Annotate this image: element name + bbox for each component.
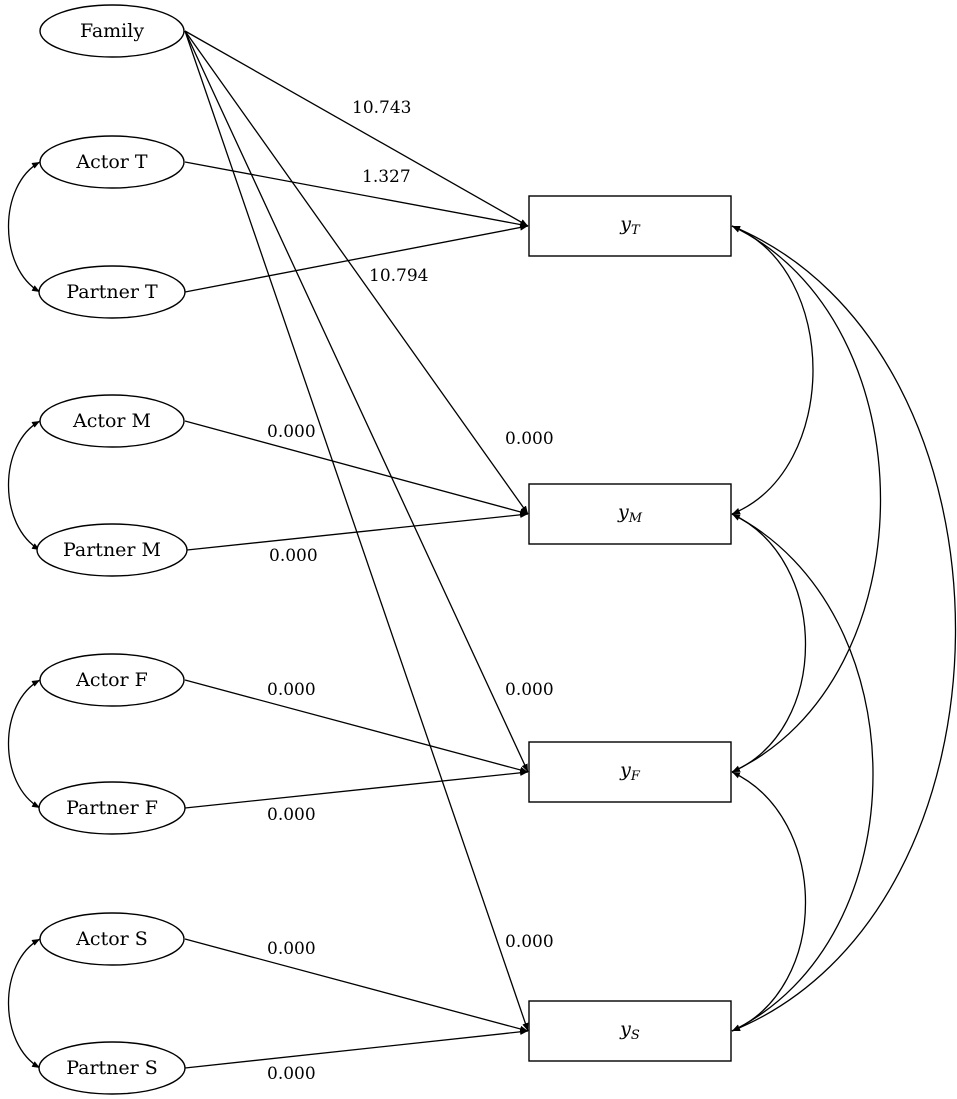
coefficient-labels: 10.743 1.327 10.794 0.000 0.000 0.000 0.… (267, 98, 554, 1084)
box-y-f-var: y (619, 759, 631, 781)
node-actor-f-label: Actor F (75, 669, 148, 691)
label-partner-f-yf: 0.000 (267, 805, 316, 825)
node-partner-f-label: Partner F (66, 797, 158, 819)
box-y-m-sub: M (628, 511, 643, 526)
label-family-yt: 10.743 (352, 98, 411, 118)
label-family-ym: 10.794 (369, 266, 428, 286)
node-actor-m-label: Actor M (72, 410, 151, 432)
box-y-t-sub: T (631, 223, 641, 238)
edge-family-yf (184, 30, 529, 773)
box-y-s-var: y (619, 1018, 631, 1040)
edge-partner-t-yt (184, 224, 529, 293)
cov-yt-ys (731, 225, 956, 1032)
label-actor-s-ys: 0.000 (267, 939, 316, 959)
node-actor-s: Actor S (39, 912, 185, 966)
node-family-label: Family (80, 20, 144, 42)
label-family-ys: 0.000 (505, 932, 554, 952)
svg-text:yS: yS (619, 1018, 640, 1043)
cov-ym-ys (731, 513, 874, 1032)
cov-actor-t-partner-t (7, 161, 41, 293)
edge-partner-m-ym (186, 511, 529, 551)
svg-text:yF: yF (619, 759, 641, 784)
box-y-f: yF (528, 741, 732, 803)
edge-actor-s-ys (184, 938, 529, 1033)
node-actor-m: Actor M (39, 394, 185, 448)
cov-actor-f-partner-f (7, 679, 41, 809)
node-actor-f: Actor F (39, 653, 185, 707)
edge-family-ym (184, 30, 529, 515)
box-y-m: yM (528, 483, 732, 545)
box-y-t-var: y (619, 213, 631, 235)
cov-actor-s-partner-s (7, 938, 41, 1069)
node-partner-m: Partner M (36, 523, 188, 577)
box-y-t: yT (528, 195, 732, 257)
box-y-m-var: y (617, 501, 629, 523)
residual-covariances (731, 225, 956, 1032)
exogenous-covariances (7, 161, 41, 1069)
cov-yf-ys (731, 771, 807, 1032)
cov-yt-ym (731, 225, 814, 515)
cov-yt-yf (731, 225, 881, 773)
label-actor-m-ym: 0.000 (267, 422, 316, 442)
label-actor-f-yf: 0.000 (267, 680, 316, 700)
edge-partner-f-yf (184, 769, 529, 809)
directed-paths (184, 30, 529, 1069)
edge-actor-t-yt (184, 161, 529, 228)
edge-family-yt (184, 30, 529, 227)
node-partner-t-label: Partner T (66, 281, 158, 303)
svg-text:yM: yM (617, 501, 643, 526)
node-actor-t: Actor T (39, 135, 185, 189)
label-family-yf: 0.000 (505, 680, 554, 700)
node-partner-s-label: Partner S (66, 1057, 158, 1079)
node-partner-s: Partner S (38, 1041, 186, 1095)
edge-actor-f-yf (184, 679, 529, 774)
cov-ym-yf (731, 513, 807, 773)
node-actor-t-label: Actor T (75, 151, 148, 173)
label-partner-m-ym: 0.000 (269, 546, 318, 566)
box-y-f-sub: F (630, 769, 641, 784)
label-family-ym-coef: 0.000 (505, 429, 554, 449)
box-y-s-sub: S (631, 1028, 640, 1043)
edge-actor-m-ym (184, 420, 529, 515)
node-partner-m-label: Partner M (63, 539, 161, 561)
node-partner-f: Partner F (38, 781, 186, 835)
node-actor-s-label: Actor S (75, 928, 148, 950)
svg-text:yT: yT (619, 213, 641, 238)
edge-partner-s-ys (184, 1028, 529, 1069)
label-partner-s-ys: 0.000 (267, 1064, 316, 1084)
node-partner-t: Partner T (38, 265, 186, 319)
node-family: Family (39, 4, 185, 58)
box-y-s: yS (528, 1000, 732, 1062)
label-actor-t-yt: 1.327 (362, 167, 411, 187)
cov-actor-m-partner-m (7, 420, 41, 551)
edge-family-ys (184, 30, 529, 1032)
